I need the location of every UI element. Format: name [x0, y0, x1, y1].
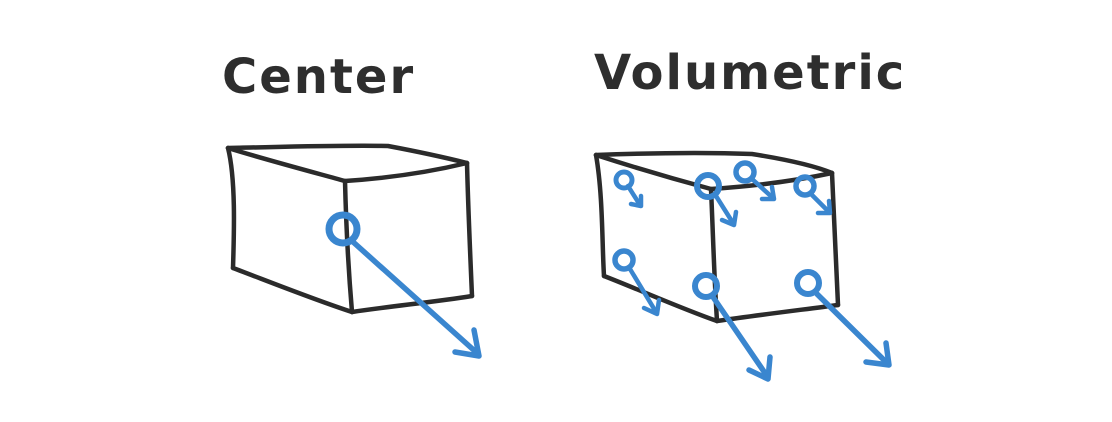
- arrow-icon: [710, 294, 770, 379]
- circle-marker-icon: [733, 160, 757, 184]
- volumetric-sample-point: [613, 169, 644, 209]
- circle-marker-icon: [692, 272, 720, 300]
- circle-marker-icon: [694, 172, 722, 200]
- circle-marker-icon: [325, 211, 361, 247]
- volumetric-sample-point: [733, 160, 777, 202]
- volumetric-sample-point: [793, 174, 833, 216]
- arrow-icon: [808, 191, 832, 215]
- center-title: Center: [222, 49, 415, 105]
- circle-marker-icon: [612, 248, 636, 272]
- volumetric-title: Volumetric: [594, 45, 906, 101]
- center-sample-point: [325, 211, 482, 359]
- center-panel: Center: [222, 49, 482, 359]
- arrow-icon: [627, 266, 659, 315]
- volumetric-sample-point: [692, 272, 773, 382]
- circle-marker-icon: [794, 269, 822, 297]
- arrow-icon: [749, 176, 776, 201]
- arrow-icon: [349, 238, 480, 356]
- volumetric-sample-point: [694, 172, 739, 228]
- circle-marker-icon: [793, 174, 817, 198]
- arrow-icon: [713, 193, 736, 226]
- arrow-icon: [814, 291, 890, 366]
- center-cube: [225, 143, 475, 315]
- volumetric-sample-point: [612, 248, 662, 317]
- arrow-icon: [625, 183, 643, 208]
- volumetric-panel: Volumetric: [593, 45, 906, 382]
- volumetric-sample-point: [794, 269, 892, 368]
- circle-marker-icon: [613, 169, 635, 191]
